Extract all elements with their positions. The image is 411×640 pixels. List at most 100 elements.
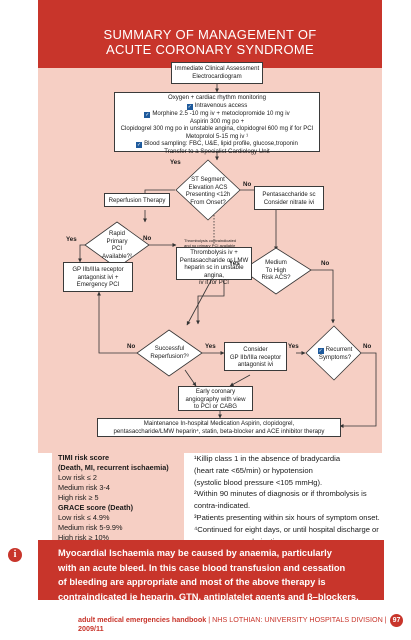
arrow-consider-to-angio xyxy=(229,374,251,387)
st-elevation-diamond xyxy=(175,159,241,221)
warning-line-1: Myocardial Ischaemia may be caused by an… xyxy=(58,548,332,558)
title-line-1: SUMMARY OF MANAGEMENT OF xyxy=(103,27,317,42)
label-pci-yes: Yes xyxy=(66,236,77,243)
page-number: 97 xyxy=(390,614,403,627)
angiography-box: Early coronary angiography with view to … xyxy=(178,386,253,411)
assessment-line-1: Immediate Clinical Assessment xyxy=(174,65,260,72)
maint-line-2: pentasaccharide/LMW heparin⁴, statin, be… xyxy=(113,427,325,435)
warning-line-4: contraindicated ie heparin, GTN, antipla… xyxy=(58,591,359,602)
footer-org: | NHS LOTHIAN: UNIVERSITY HOSPITALS DIVI… xyxy=(208,615,387,624)
footnote-line: contra-indicated. xyxy=(194,501,251,511)
risk-row: Medium risk 5-9.9% xyxy=(58,523,123,532)
check-icon: ✓ xyxy=(317,348,324,354)
initial-management-box: Oxygen + cardiac rhythm monitoring ✓Intr… xyxy=(114,92,320,155)
success-line-2: Reperfusion?³ xyxy=(150,352,189,360)
risk-score-panel: TIMI risk score (Death, MI, recurrent is… xyxy=(52,453,184,548)
penta-line-1: Pentasaccharide sc xyxy=(262,191,316,198)
pentasaccharide-box: Pentasaccharide sc Consider nitrate ivi xyxy=(254,186,324,210)
recurrent-symptoms-text: ✓Recurrent Symptoms? xyxy=(311,346,359,362)
rapid-pci-text: Rapid Primary PCI Available?² xyxy=(92,230,142,260)
reperfusion-box: Reperfusion Therapy xyxy=(104,193,170,207)
consider-gp-box: Consider GP IIb/IIIa receptor antagonist… xyxy=(224,342,287,371)
recurrent-line-2: Symptoms? xyxy=(318,354,352,361)
risk-q-line-2: To High xyxy=(265,266,287,274)
st-line-1: ST Segment xyxy=(191,176,225,183)
consider-line-2: GP IIb/IIIa receptor xyxy=(229,353,282,361)
recurrent-symptoms-diamond xyxy=(305,325,362,381)
info-icon: i xyxy=(8,548,22,562)
footnote-line: ³Patients presenting within six hours of… xyxy=(194,512,380,522)
pci-line-4: Available?² xyxy=(101,252,133,260)
pci-line-2: Primary xyxy=(106,237,128,245)
footnote-line: ¹Killip class 1 in the absence of bradyc… xyxy=(194,454,341,463)
risk-row: Low risk ≤ 4.9% xyxy=(58,513,110,522)
arrow-recurrent-no xyxy=(339,352,377,428)
thrombolysis-contraindicated-note: Thrombolysis contraindicated and no prim… xyxy=(184,238,254,248)
warning-banner xyxy=(38,540,384,600)
check-icon: ✓ xyxy=(144,111,151,118)
maint-line-1: Maintenance In-hospital Medication Aspir… xyxy=(143,420,295,427)
footer-year: 2009/11 xyxy=(78,624,104,633)
initial-line-2-row: ✓Intravenous access xyxy=(115,102,319,110)
check-icon: ✓ xyxy=(186,103,193,110)
st-line-3: Presenting <12h xyxy=(185,191,231,199)
risk-q-line-1: Medium xyxy=(265,259,287,266)
label-risk-no: No xyxy=(321,260,330,267)
footer-book: adult medical emergencies handbook xyxy=(78,615,207,624)
assessment-line-2: Electrocardiogram xyxy=(192,72,242,80)
st-line-4: From Onset? xyxy=(190,198,226,206)
pci-line-3: PCI xyxy=(111,245,123,253)
initial-line-6: Metoprolol 5-15 mg iv ¹ xyxy=(185,132,249,140)
initial-line-3-row: ✓Morphine 2.5 -10 mg iv + metoclopromide… xyxy=(115,110,319,118)
pci-line-1: Rapid xyxy=(109,230,125,237)
label-st-no: No xyxy=(243,181,252,188)
initial-line-5: Clopidogrel 300 mg po in unstable angina… xyxy=(120,125,314,133)
penta-line-2: Consider nitrate ivi xyxy=(263,198,315,206)
arrow-success-no xyxy=(97,291,137,354)
label-risk-yes: Yes xyxy=(229,260,240,267)
success-line-1: Successful xyxy=(154,345,185,352)
successful-reperfusion-diamond xyxy=(136,329,203,377)
label-recurrent-yes: Yes xyxy=(288,343,299,350)
initial-line-3: Morphine 2.5 -10 mg iv + metoclopromide … xyxy=(152,109,290,117)
check-icon: ✓ xyxy=(136,142,143,149)
initial-line-1: Oxygen + cardiac rhythm monitoring xyxy=(167,94,267,101)
title-banner: SUMMARY OF MANAGEMENT OF ACUTE CORONARY … xyxy=(38,0,382,68)
risk-row: GRACE score (Death) xyxy=(58,503,134,512)
thromb-line-3: heparin sc in unstable angina, xyxy=(184,264,244,279)
label-success-yes: Yes xyxy=(205,343,216,350)
footer: adult medical emergencies handbook | NHS… xyxy=(78,615,411,633)
footnote-line: ⁴Continued for eight days, or until hosp… xyxy=(194,524,379,534)
consider-line-1: Consider xyxy=(243,346,268,353)
footnotes: ¹Killip class 1 in the absence of bradyc… xyxy=(194,453,394,547)
risk-row: Low risk ≤ 2 xyxy=(58,473,97,482)
gp1-line-1: GP IIb/IIIa receptor xyxy=(72,266,124,273)
warning-line-3: of bleeding are appropriate and most of … xyxy=(58,577,326,587)
gp-iib-emergency-pci-box: GP IIb/IIIa receptor antagonist ivi + Em… xyxy=(63,262,133,292)
footnote-line: (systolic blood pressure <105 mmHg). xyxy=(194,477,323,487)
initial-line-7: Blood sampling: FBC, U&E, lipid profile,… xyxy=(144,140,298,148)
risk-row: (Death, MI, recurrent ischaemia) xyxy=(58,463,169,472)
initial-line-8: Transfer to a Specialist Cardiology Unit xyxy=(164,148,270,156)
note-line-2: and no primary PCI available xyxy=(184,242,236,248)
angio-line-2: angiography with view xyxy=(185,395,246,403)
successful-reperfusion-text: Successful Reperfusion?³ xyxy=(142,345,197,360)
consider-line-3: antagonist ivi xyxy=(237,361,274,369)
footnote-line: (heart rate <65/min) or hypotension xyxy=(194,465,313,475)
thromb-line-4: iv if for PCI xyxy=(199,279,229,287)
assessment-box: Immediate Clinical Assessment Electrocar… xyxy=(171,62,263,84)
initial-line-2: Intravenous access xyxy=(194,101,248,109)
initial-line-7-row: ✓Blood sampling: FBC, U&E, lipid profile… xyxy=(115,140,319,149)
note-line-1: Thrombolysis contraindicated xyxy=(184,238,237,243)
label-recurrent-no: No xyxy=(363,343,372,350)
risk-row: High risk ≥ 5 xyxy=(58,493,99,502)
thromb-line-1: Thrombolysis iv + xyxy=(190,249,238,256)
maintenance-box: Maintenance In-hospital Medication Aspir… xyxy=(97,418,341,437)
title-line-2: ACUTE CORONARY SYNDROME xyxy=(106,42,314,57)
angio-line-3: to PCI or CABG xyxy=(193,403,237,411)
arrow-risk-no xyxy=(311,269,335,324)
st-elevation-text: ST Segment Elevation ACS Presenting <12h… xyxy=(172,176,244,206)
gp1-line-2: antagonist ivi + xyxy=(77,273,119,281)
